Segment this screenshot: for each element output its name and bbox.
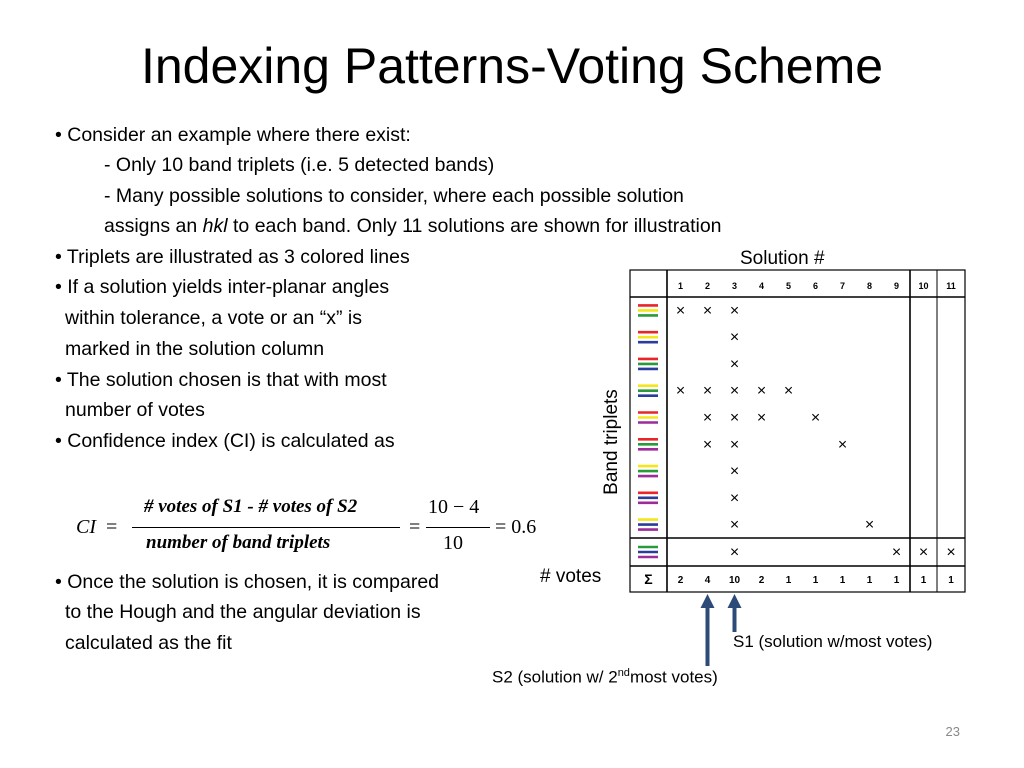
sub-bullet-assign: assigns an hkl to each band. Only 11 sol…	[104, 215, 722, 237]
column-header-3: 3	[732, 281, 737, 291]
vote-mark: ×	[946, 544, 955, 561]
slide-title: Indexing Patterns-Voting Scheme	[140, 38, 884, 94]
band-triplets-label: Band triplets	[601, 389, 622, 495]
ci-formula: CI = # votes of S1 - # votes of S2 numbe…	[76, 494, 556, 564]
vote-mark: ×	[730, 463, 739, 480]
formula-eq1: =	[106, 516, 118, 538]
column-header-6: 6	[813, 281, 818, 291]
formula-lhs: CI	[76, 516, 96, 538]
vote-mark: ×	[892, 544, 901, 561]
s2-label: S2 (solution w/ 2ndmost votes)	[492, 667, 718, 687]
vote-mark: ×	[811, 410, 820, 427]
column-header-5: 5	[786, 281, 791, 291]
bullet-ci: • Confidence index (CI) is calculated as	[55, 430, 395, 452]
vote-mark: ×	[757, 410, 766, 427]
vote-mark: ×	[730, 383, 739, 400]
vote-mark: ×	[703, 383, 712, 400]
sub-bullet-solutions: - Many possible solutions to consider, w…	[104, 185, 684, 207]
vote-count-10: 1	[921, 575, 927, 586]
formula-fraction-line-2	[426, 527, 490, 528]
solution-number-label: Solution #	[740, 248, 825, 269]
vote-count-4: 2	[759, 575, 765, 586]
column-header-2: 2	[705, 281, 710, 291]
vote-mark: ×	[730, 329, 739, 346]
column-header-7: 7	[840, 281, 845, 291]
bullet-vote-l2: within tolerance, a vote or an “x” is	[65, 307, 362, 329]
vote-mark: ×	[703, 410, 712, 427]
column-header-1: 1	[678, 281, 683, 291]
vote-mark: ×	[703, 302, 712, 319]
vote-mark: ×	[730, 544, 739, 561]
vote-count-7: 1	[840, 575, 846, 586]
sigma-symbol: Σ	[644, 571, 652, 587]
vote-count-2: 4	[705, 575, 711, 586]
formula-numerator: # votes of S1 - # votes of S2	[144, 496, 358, 517]
bullet-compare-l2: to the Hough and the angular deviation i…	[65, 601, 421, 623]
column-header-8: 8	[867, 281, 872, 291]
column-header-4: 4	[759, 281, 764, 291]
vote-count-3: 10	[729, 575, 741, 586]
vote-count-1: 2	[678, 575, 684, 586]
vote-count-9: 1	[894, 575, 900, 586]
column-header-10: 10	[918, 281, 928, 291]
bullet-vote-l1: • If a solution yields inter-planar angl…	[55, 276, 390, 298]
bullet-chosen-l2: number of votes	[65, 399, 205, 421]
formula-den2: 10	[443, 532, 463, 554]
bullet-compare-l3: calculated as the fit	[65, 632, 232, 654]
sub-bullet-triplets: - Only 10 band triplets (i.e. 5 detected…	[104, 154, 495, 176]
vote-count-11: 1	[948, 575, 954, 586]
formula-num2: 10 − 4	[428, 496, 480, 518]
vote-mark: ×	[919, 544, 928, 561]
vote-mark: ×	[676, 383, 685, 400]
s1-arrow-head	[727, 594, 742, 608]
vote-mark: ×	[730, 410, 739, 427]
vote-mark: ×	[865, 517, 874, 534]
vote-mark: ×	[703, 436, 712, 453]
bullet-compare-l1: • Once the solution is chosen, it is com…	[55, 571, 440, 593]
formula-denominator: number of band triplets	[146, 532, 331, 553]
vote-count-5: 1	[786, 575, 792, 586]
formula-eq2: =	[409, 516, 421, 538]
vote-mark: ×	[730, 302, 739, 319]
vote-mark: ×	[784, 383, 793, 400]
s1-label: S1 (solution w/most votes)	[733, 632, 933, 651]
formula-fraction-line-1	[132, 527, 400, 528]
column-header-9: 9	[894, 281, 899, 291]
bullet-triplets-lines: • Triplets are illustrated as 3 colored …	[55, 246, 410, 268]
formula-result: = 0.6	[495, 516, 537, 538]
vote-mark: ×	[730, 356, 739, 373]
bullet-vote-l3: marked in the solution column	[65, 338, 325, 360]
vote-mark: ×	[757, 383, 766, 400]
vote-mark: ×	[730, 490, 739, 507]
table-frame	[629, 269, 966, 593]
vote-count-6: 1	[813, 575, 819, 586]
bullet-consider: • Consider an example where there exist:	[55, 124, 411, 146]
page-number: 23	[945, 724, 960, 739]
vote-mark: ×	[730, 436, 739, 453]
votes-label: # votes	[540, 566, 602, 587]
s2-arrow-head	[700, 594, 715, 608]
column-header-11: 11	[946, 281, 956, 291]
hkl-italic: hkl	[202, 215, 228, 237]
vote-mark: ×	[838, 436, 847, 453]
vote-mark: ×	[676, 302, 685, 319]
vote-mark: ×	[730, 517, 739, 534]
bullet-chosen-l1: • The solution chosen is that with most	[55, 369, 387, 391]
vote-count-8: 1	[867, 575, 873, 586]
